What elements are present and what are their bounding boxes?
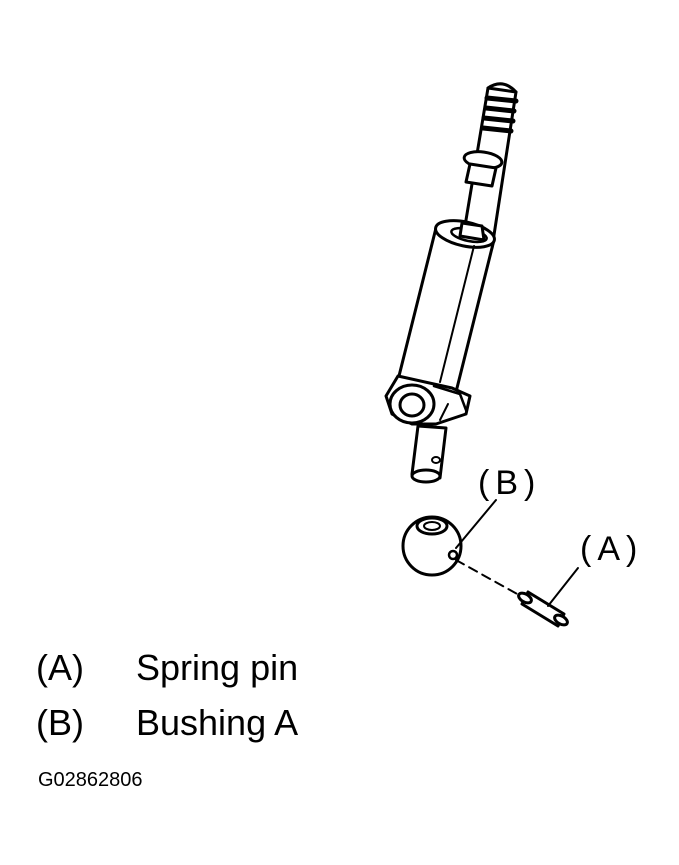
bushing-a <box>401 515 463 577</box>
legend-key-a: (A) <box>36 647 84 688</box>
housing <box>396 219 496 394</box>
spring-pin <box>517 590 569 628</box>
shaft <box>460 82 519 250</box>
leader-line-b <box>455 499 497 549</box>
lower-stub <box>410 424 448 484</box>
legend-text-a: Spring pin <box>136 647 299 688</box>
callout-a: (A) <box>580 530 644 568</box>
legend-text-b: Bushing A <box>136 702 299 743</box>
yoke <box>384 374 472 426</box>
insertion-path <box>455 559 529 601</box>
legend-row-b: (B) Bushing A <box>36 705 298 741</box>
leader-line-a <box>547 567 579 607</box>
legend-key-b: (B) <box>36 702 84 743</box>
legend-row-a: (A) Spring pin <box>36 650 298 686</box>
figure-id: G02862806 <box>38 769 143 791</box>
callout-b: (B) <box>478 464 542 502</box>
